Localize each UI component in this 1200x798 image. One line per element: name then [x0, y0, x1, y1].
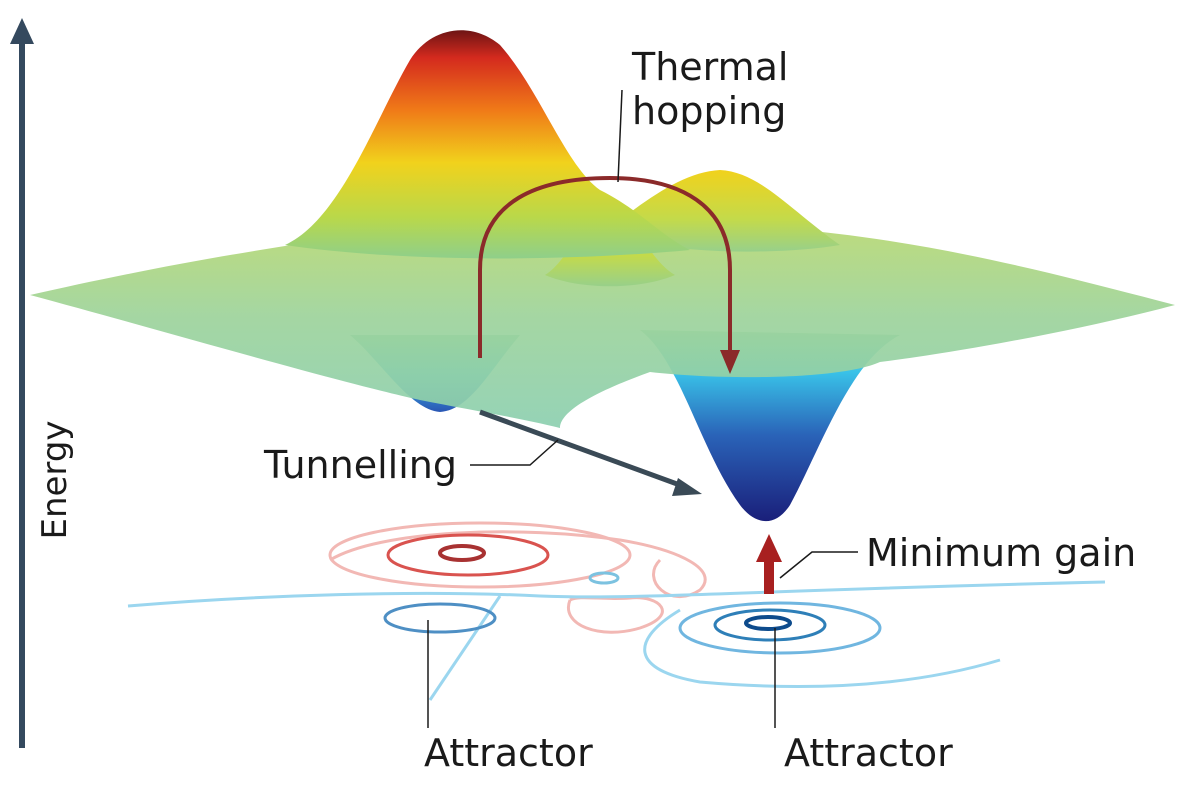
energy-axis-arrowhead	[10, 18, 34, 44]
thermal-hopping-leader	[617, 89, 623, 183]
contour-projection	[127, 521, 1106, 701]
contour-blue-right-inner	[744, 615, 792, 631]
tunnelling-arrowhead	[672, 478, 702, 496]
minimum-gain-arrowhead	[756, 534, 782, 562]
minimum-gain-label: Minimum gain	[866, 531, 1136, 575]
main-peak	[285, 30, 690, 259]
contour-red-small	[588, 571, 620, 585]
thermal-hopping-arrow	[478, 175, 732, 358]
contour-blue-left	[383, 602, 497, 634]
tunnelling-leader	[470, 439, 559, 466]
contour-blue-right-outer	[678, 601, 882, 655]
deep-well	[640, 330, 900, 522]
attractor-left-label: Attractor	[424, 731, 593, 775]
contour-red-outer	[328, 521, 632, 589]
energy-axis: Energy	[10, 18, 75, 748]
tunnelling-label: Tunnelling	[263, 443, 457, 487]
energy-axis-label: Energy	[35, 420, 75, 539]
landscape-plane	[30, 222, 1175, 428]
contour-blue-left-arc	[428, 595, 502, 701]
minimum-gain-arrow-shaft	[764, 560, 774, 594]
contour-blue-baseline	[127, 580, 1106, 608]
contour-blue-right-wide	[643, 608, 1001, 689]
energy-surface	[30, 30, 1175, 522]
thermal-hopping-label-line2: hopping	[632, 89, 786, 133]
tunnelling-arrow	[479, 409, 689, 491]
contour-red-mid	[386, 533, 550, 577]
minimum-gain-leader	[779, 551, 858, 579]
thermal-hopping-arrowhead	[720, 350, 740, 374]
contour-blue-right-mid	[713, 608, 827, 642]
thermal-hopping-label-line1: Thermal	[631, 45, 789, 89]
contour-red-loop	[566, 596, 664, 634]
attractor-right-label: Attractor	[784, 731, 953, 775]
contour-red-inner	[438, 544, 486, 562]
